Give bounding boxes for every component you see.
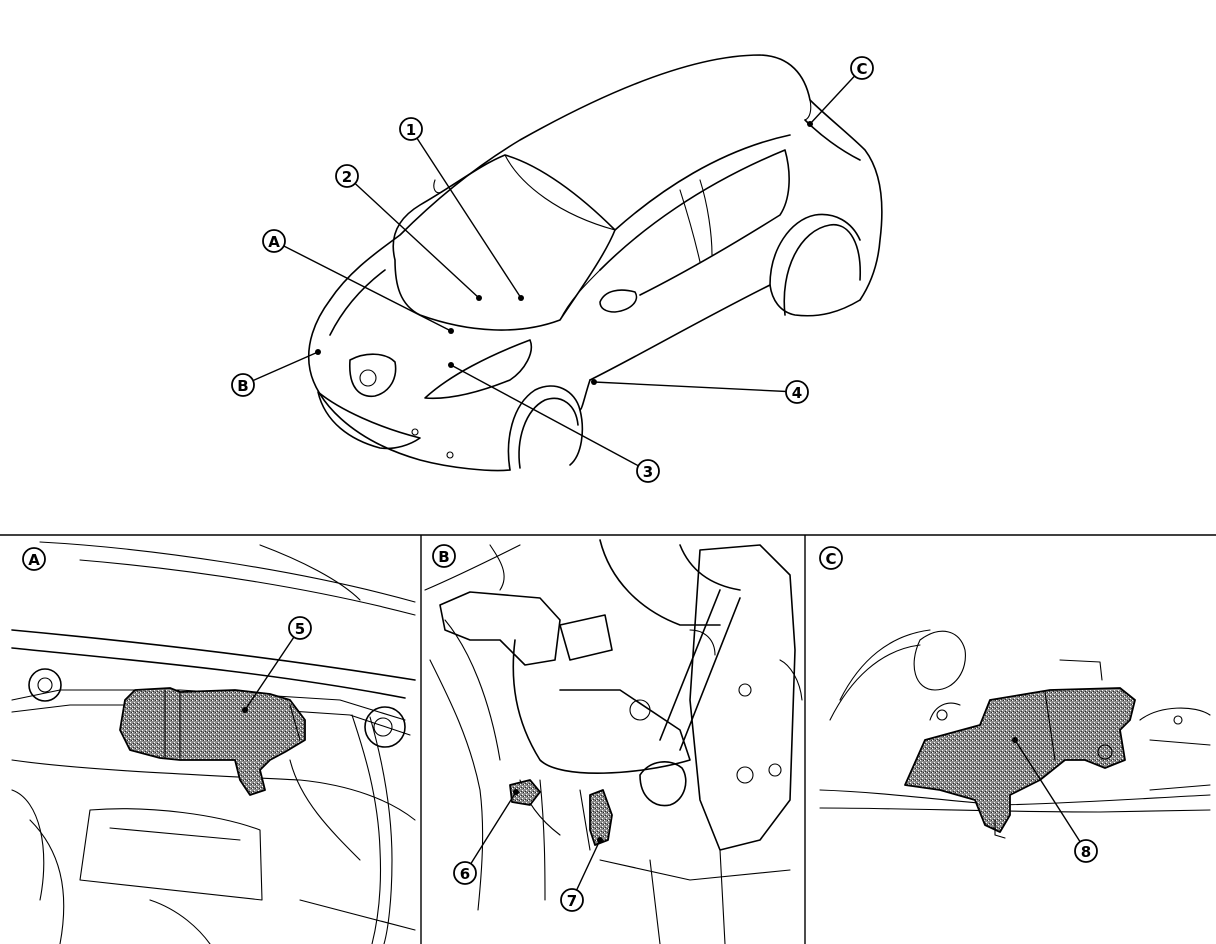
callout-6: 6 (453, 861, 477, 885)
detail-panel-a: A 5 (11, 541, 416, 944)
rear-wiper-motor-part (904, 687, 1136, 833)
callout-b: B (231, 373, 255, 397)
panel-c-label: C (819, 546, 843, 570)
svg-text:8: 8 (1081, 843, 1091, 861)
detail-panel-c: C 8 (819, 546, 1211, 863)
detail-panels-frame (0, 534, 1216, 944)
svg-text:B: B (438, 548, 449, 566)
callout-c: C (850, 56, 874, 80)
svg-text:7: 7 (567, 892, 577, 910)
svg-text:3: 3 (643, 463, 653, 481)
svg-text:1: 1 (406, 121, 416, 139)
panel-a-label: A (22, 547, 46, 571)
svg-text:5: 5 (295, 620, 305, 638)
svg-text:B: B (237, 377, 248, 395)
svg-text:A: A (28, 551, 40, 569)
callout-3: 3 (636, 459, 660, 483)
svg-text:C: C (856, 60, 867, 78)
callout-5: 5 (288, 616, 312, 640)
panel-b-label: B (432, 544, 456, 568)
svg-text:2: 2 (342, 168, 352, 186)
callout-1: 1 (399, 117, 423, 141)
washer-connector-part (589, 789, 613, 846)
callout-8: 8 (1074, 839, 1098, 863)
callout-7: 7 (560, 888, 584, 912)
detail-panel-b: B 6 (424, 539, 803, 944)
callout-2: 2 (335, 164, 359, 188)
overview-callouts: 1 2 A B 3 4 C (231, 56, 874, 483)
wiper-motor-part (119, 687, 306, 796)
svg-text:6: 6 (460, 865, 470, 883)
vehicle-outline (307, 54, 883, 472)
svg-text:A: A (268, 233, 280, 251)
callout-4: 4 (785, 380, 809, 404)
svg-text:C: C (825, 550, 836, 568)
callout-a: A (262, 229, 286, 253)
svg-text:4: 4 (792, 384, 802, 402)
